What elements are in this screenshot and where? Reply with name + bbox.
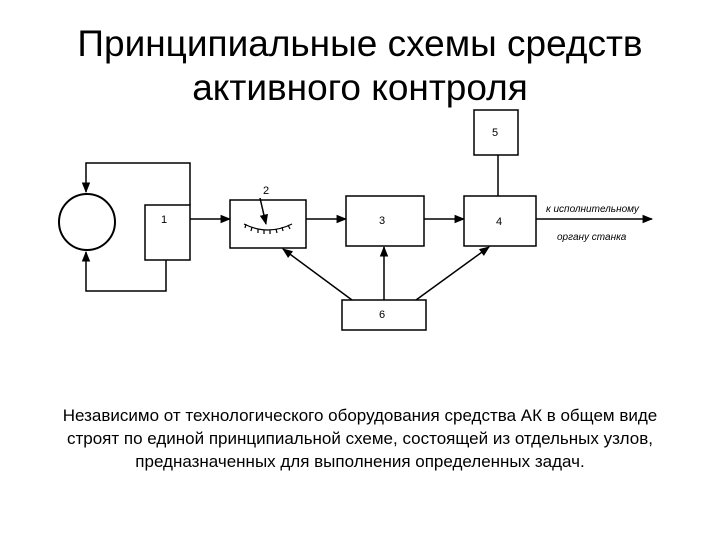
block-4-label: 4: [496, 216, 502, 228]
output-note-line-2: органу станка: [557, 232, 627, 243]
indicator-2-label: 2: [263, 185, 269, 197]
description-line-3: предназначенных для выполнения определен…: [135, 452, 585, 471]
arrow-6-to-2: [282, 248, 353, 301]
block-6-label: 6: [379, 309, 385, 321]
output-note-line-1: к исполнительному: [546, 204, 640, 215]
block-3: [345, 195, 425, 247]
block-4: [463, 195, 537, 247]
indicator-scale-ticks: [244, 223, 291, 234]
control-scheme-diagram: 1 2 3 4 5 к исполнительному органу станк…: [58, 109, 654, 331]
indicator-pointer: [259, 197, 268, 226]
block-5: [473, 109, 519, 156]
page-title: Принципиальные схемы средств активного к…: [0, 22, 720, 110]
title-line-2: активного контроля: [192, 67, 528, 108]
block-5-label: 5: [492, 127, 498, 139]
workpiece-circle: [58, 193, 116, 251]
block-1-label: 1: [161, 214, 167, 226]
block-1: [144, 204, 191, 261]
indicator-2: [229, 199, 307, 249]
block-3-label: 3: [379, 215, 385, 227]
block-6: [341, 299, 427, 331]
description-line-1: Независимо от технологического оборудова…: [62, 406, 658, 425]
arrow-6-to-4: [415, 246, 490, 301]
workpiece-feed-line-top: [81, 162, 191, 205]
workpiece-feed-line-bottom: [81, 250, 167, 292]
description-line-2: строят по единой принципиальной схеме, с…: [66, 429, 653, 448]
description-paragraph: Независимо от технологического оборудова…: [20, 404, 700, 473]
title-line-1: Принципиальные схемы средств: [77, 23, 643, 64]
